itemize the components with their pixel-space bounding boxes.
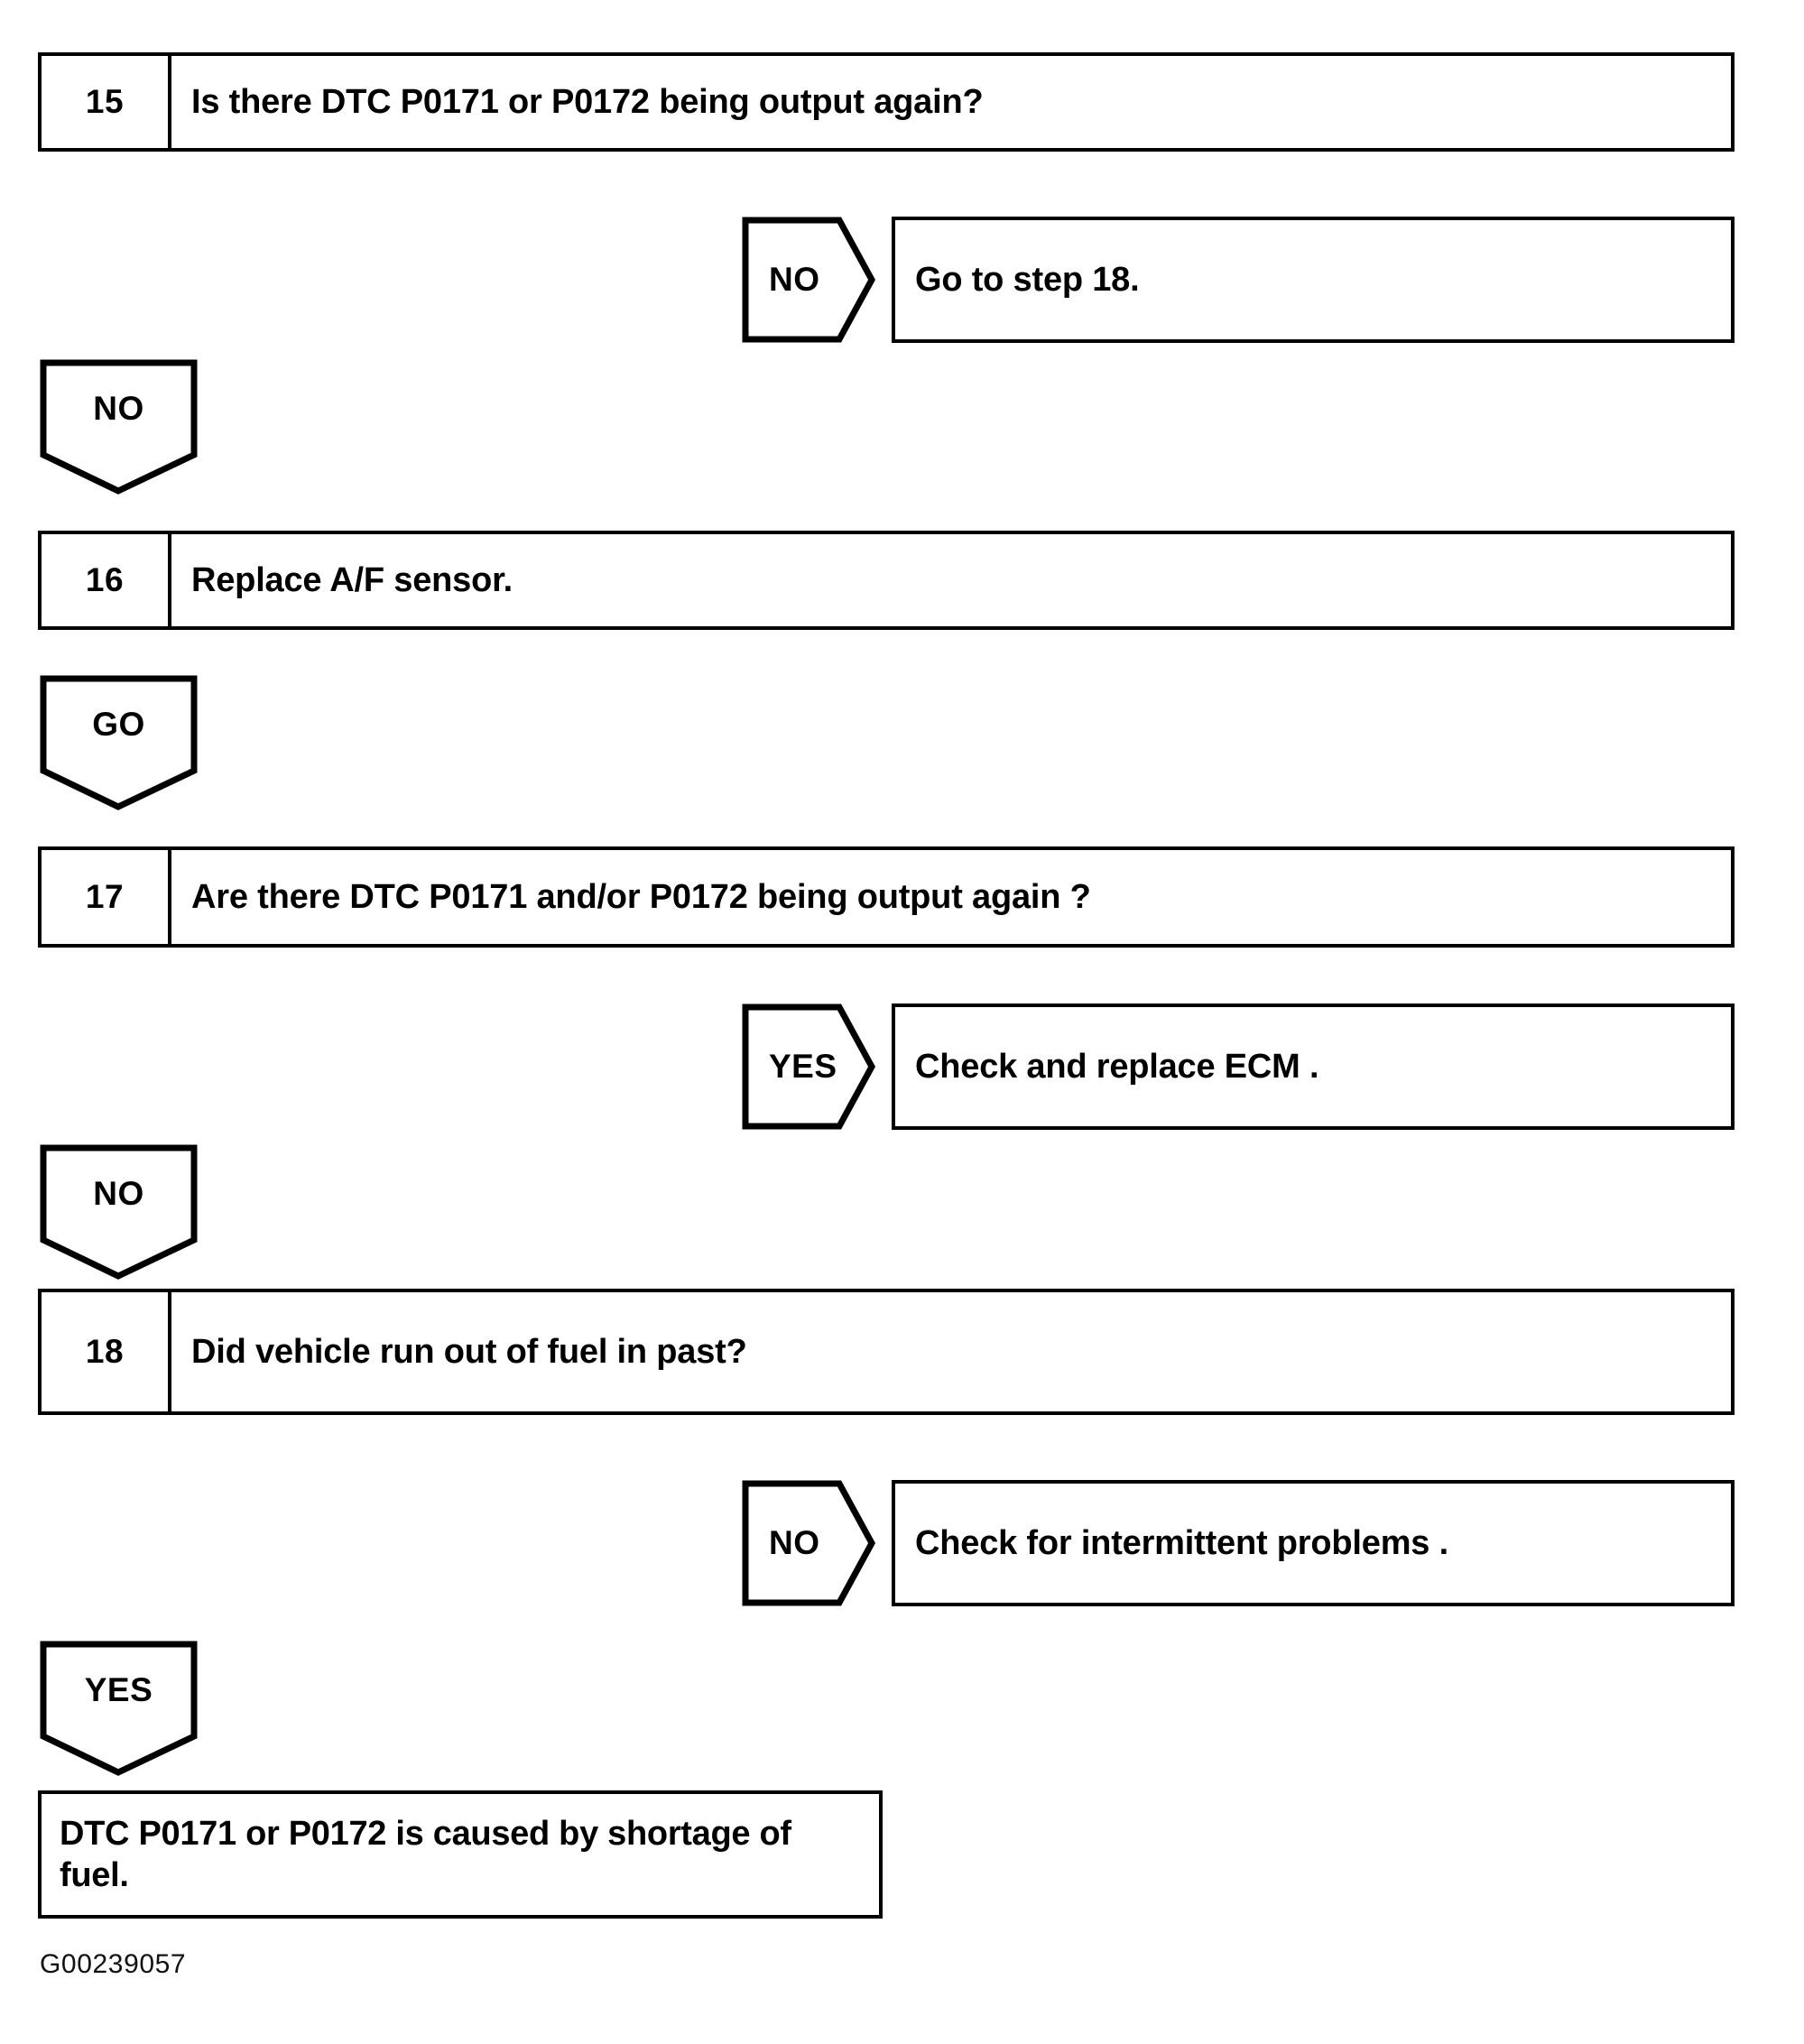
step-row-17: 17 Are there DTC P0171 and/or P0172 bein… — [38, 846, 1735, 948]
result-box-go-to-step-18: Go to step 18. — [892, 217, 1735, 343]
step-text-17: Are there DTC P0171 and/or P0172 being o… — [191, 877, 1091, 916]
step-row-16: 16 Replace A/F sensor. — [38, 531, 1735, 630]
branch-label-no: NO — [769, 261, 820, 298]
branch-label-yes: YES — [84, 1671, 153, 1708]
result-text-go-to-step-18: Go to step 18. — [915, 260, 1140, 299]
step-number-17: 17 — [42, 850, 171, 944]
step-row-15: 15 Is there DTC P0171 or P0172 being out… — [38, 52, 1735, 152]
step-number-15: 15 — [42, 56, 171, 148]
branch-connector-no-step15: NO — [742, 217, 875, 343]
branch-label-no: NO — [769, 1524, 820, 1561]
result-text-check-replace-ecm: Check and replace ECM . — [915, 1047, 1319, 1086]
step-text-15: Is there DTC P0171 or P0172 being output… — [191, 82, 984, 121]
branch-connector-go-down-step16: GO — [40, 675, 198, 810]
branch-connector-yes-down-step18: YES — [40, 1641, 198, 1776]
step-text-18: Did vehicle run out of fuel in past? — [191, 1332, 747, 1371]
branch-label-yes: YES — [769, 1048, 837, 1085]
branch-connector-no-step18: NO — [742, 1480, 875, 1606]
branch-label-no: NO — [93, 390, 144, 427]
conclusion-box: DTC P0171 or P0172 is caused by shortage… — [38, 1790, 883, 1919]
step-number-16: 16 — [42, 534, 171, 626]
result-text-check-intermittent: Check for intermittent problems . — [915, 1523, 1448, 1562]
branch-connector-no-down-step15: NO — [40, 359, 198, 495]
conclusion-text: DTC P0171 or P0172 is caused by shortage… — [60, 1814, 791, 1894]
result-box-check-replace-ecm: Check and replace ECM . — [892, 1004, 1735, 1130]
step-number-18: 18 — [42, 1292, 171, 1411]
step-text-16: Replace A/F sensor. — [191, 560, 513, 599]
branch-connector-no-down-step17: NO — [40, 1144, 198, 1280]
result-box-check-intermittent: Check for intermittent problems . — [892, 1480, 1735, 1606]
step-row-18: 18 Did vehicle run out of fuel in past? — [38, 1289, 1735, 1415]
branch-label-no: NO — [93, 1175, 144, 1212]
figure-id-label: G00239057 — [40, 1949, 187, 1979]
branch-label-go: GO — [92, 706, 145, 743]
branch-connector-yes-step17: YES — [742, 1004, 875, 1130]
